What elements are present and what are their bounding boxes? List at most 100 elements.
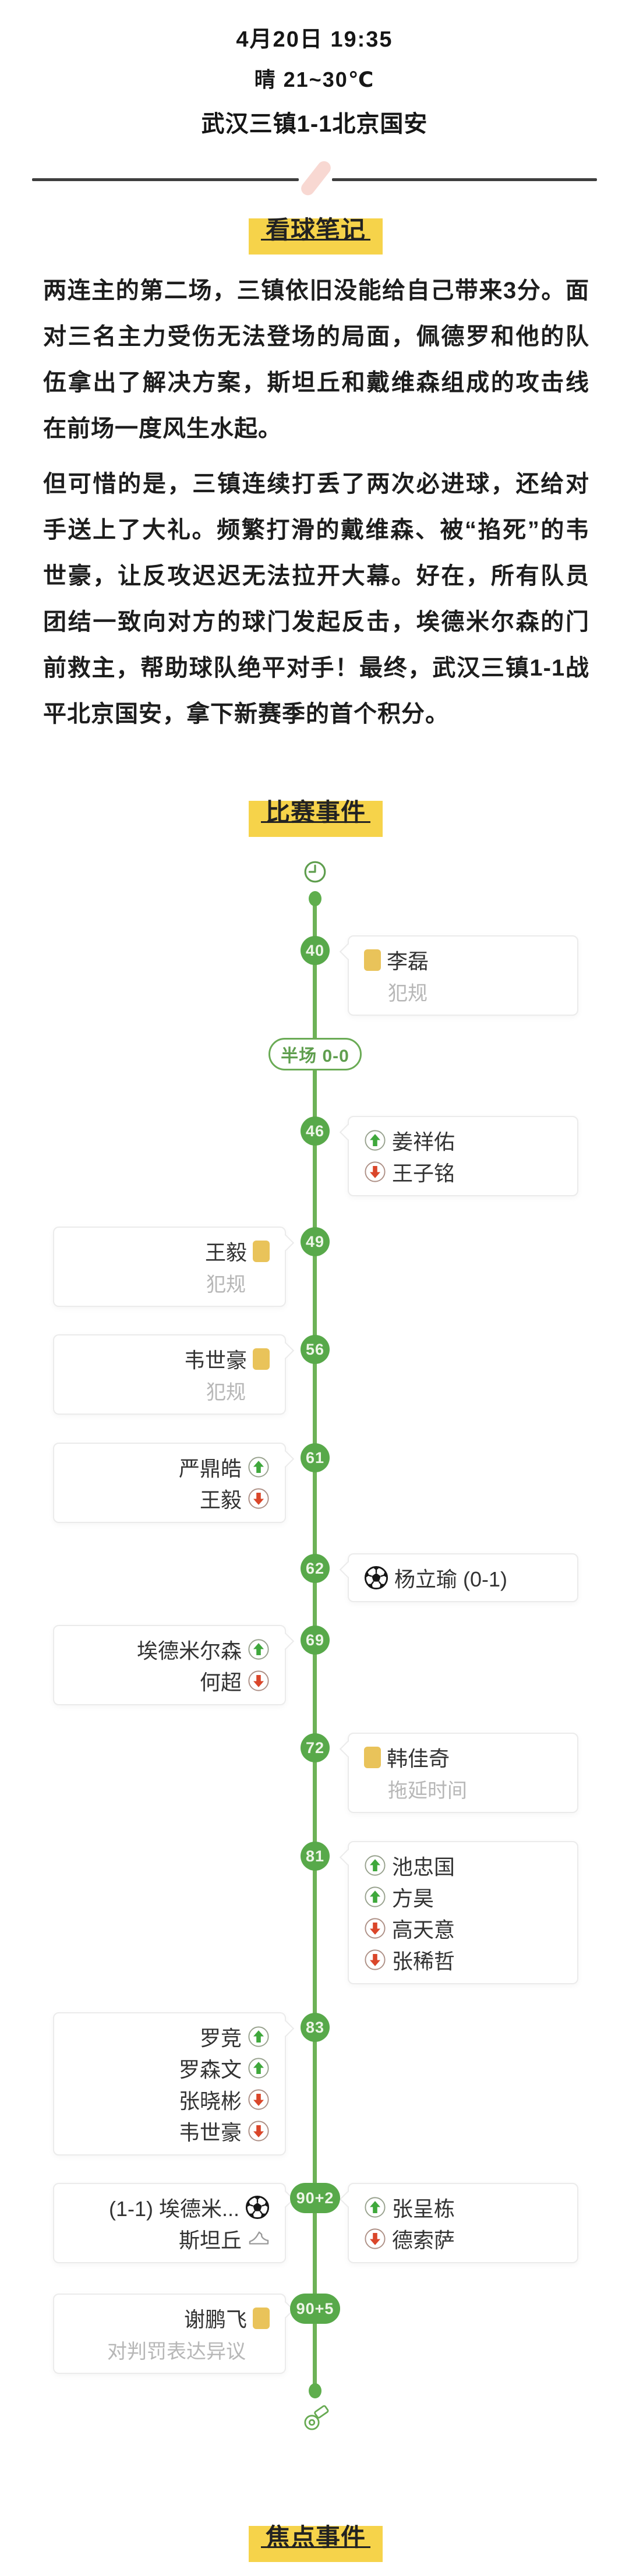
player-name: 张晓彬 (178, 2089, 242, 2113)
match-score-line: 武汉三镇1-1北京国安 (201, 111, 428, 137)
event-row: 杨立瑜 (0-1) (364, 1562, 562, 1593)
player-name: 韦世豪 (183, 1348, 247, 1372)
player-name: 斯坦丘 (178, 2228, 242, 2252)
player-name: 高天意 (392, 1918, 455, 1942)
event-row: 高天意 (364, 1913, 562, 1944)
player-name: 德索萨 (392, 2228, 455, 2252)
minute-badge: 83 (301, 2013, 330, 2042)
yellow-card-icon (253, 1240, 270, 1262)
divider-line-left (32, 178, 299, 181)
minute-badge: 90+2 (290, 2183, 340, 2213)
sub-in-arrow-icon (248, 1639, 269, 1660)
event-detail: 对判罚表达异议 (107, 2340, 246, 2363)
event-card: (1-1) 埃德米... 斯坦丘 (53, 2183, 295, 2263)
player-name: 严鼎皓 (178, 1457, 242, 1480)
event-card: 杨立瑜 (0-1) (339, 1553, 578, 1602)
player-name: 王毅 (199, 1488, 242, 1512)
sub-in-arrow-icon (365, 1886, 386, 1907)
minute-badge: 56 (301, 1335, 330, 1364)
card-pointer (339, 1849, 356, 1866)
player-name: 罗森文 (178, 2058, 242, 2082)
soccer-ball-icon (245, 2195, 270, 2220)
notes-paragraph-1: 两连主的第二场，三镇依旧没能给自己带来3分。面对三名主力受伤无法登场的局面，佩德… (43, 278, 589, 441)
event-row: 谢鹏飞 (69, 2302, 270, 2334)
event-card: 罗竞罗森文张晓彬韦世豪 (53, 2012, 295, 2155)
player-name: 何超 (199, 1670, 242, 1694)
divider-line-right (332, 178, 597, 181)
event-row: 德索萨 (364, 2223, 562, 2255)
player-name: 姜祥佑 (392, 1130, 455, 1154)
card-pointer (339, 2190, 356, 2208)
event-row: 罗森文 (69, 2052, 270, 2084)
section-title-underline (261, 239, 370, 241)
player-name: 韦世豪 (178, 2121, 242, 2144)
minute-badge: 49 (301, 1227, 330, 1256)
player-name: (1-1) 埃德米... (108, 2197, 239, 2221)
fulltime-whistle-icon (300, 2401, 333, 2433)
player-name: 王子铭 (392, 1161, 455, 1185)
event-detail: 犯规 (388, 982, 427, 1005)
event-row: 犯规 (364, 976, 562, 1007)
event-card: 严鼎皓王毅 (53, 1443, 295, 1523)
player-name: 池忠国 (392, 1855, 455, 1879)
event-card: 谢鹏飞对判罚表达异议 (53, 2294, 295, 2374)
event-row: 何超 (69, 1665, 270, 1697)
event-row: 李磊 (364, 944, 562, 976)
sub-out-arrow-icon (248, 2121, 269, 2142)
event-row: 犯规 (69, 1267, 270, 1298)
sub-in-arrow-icon (365, 2197, 386, 2218)
event-row: 池忠国 (364, 1850, 562, 1881)
minute-badge: 61 (301, 1443, 330, 1472)
event-card: 姜祥佑王子铭 (339, 1116, 578, 1196)
player-name: 张呈栋 (392, 2197, 455, 2221)
yellow-card-icon (364, 1746, 381, 1768)
minute-badge: 81 (301, 1842, 330, 1871)
card-pointer (339, 1123, 356, 1141)
minute-badge: 62 (301, 1554, 330, 1583)
event-row: 犯规 (69, 1374, 270, 1406)
event-detail: 犯规 (206, 1381, 246, 1404)
event-card: 池忠国方昊高天意张稀哲 (339, 1841, 578, 1984)
sub-out-arrow-icon (365, 1161, 386, 1182)
event-card: 韩佳奇拖延时间 (339, 1733, 578, 1813)
event-row: 对判罚表达异议 (69, 2334, 270, 2365)
yellow-card-icon (364, 949, 381, 971)
event-card: 张呈栋德索萨 (339, 2183, 578, 2263)
minute-badge: 90+5 (290, 2294, 340, 2324)
player-name: 张稀哲 (392, 1949, 455, 1973)
event-row: 韦世豪 (69, 2115, 270, 2147)
minute-badge: 40 (301, 936, 330, 965)
event-detail: 拖延时间 (388, 1779, 467, 1802)
minute-badge: 46 (301, 1116, 330, 1146)
event-row: 拖延时间 (364, 1773, 562, 1804)
event-row: 张稀哲 (364, 1944, 562, 1976)
card-pointer (339, 1561, 356, 1578)
player-name: 埃德米尔森 (136, 1639, 242, 1663)
timeline-end-dot (309, 2383, 321, 2398)
event-row: 严鼎皓 (69, 1451, 270, 1483)
minute-badge: 72 (301, 1733, 330, 1762)
section-divider (0, 158, 629, 198)
section-title-notes: 看球笔记 (249, 216, 383, 255)
event-row: 罗竞 (69, 2021, 270, 2052)
sub-out-arrow-icon (248, 2089, 269, 2110)
assist-boot-icon (249, 2231, 269, 2245)
sub-out-arrow-icon (365, 2228, 386, 2249)
match-weather: 晴 21~30℃ (254, 68, 375, 91)
event-row: 姜祥佑 (364, 1125, 562, 1156)
notes-paragraph-2: 但可惜的是，三镇连续打丢了两次必进球，还给对手送上了大礼。频繁打滑的戴维森、被“… (43, 471, 589, 727)
section-title-underline (261, 2546, 370, 2548)
sub-in-arrow-icon (365, 1855, 386, 1876)
event-row: 埃德米尔森 (69, 1634, 270, 1665)
sub-out-arrow-icon (248, 1488, 269, 1509)
card-pointer (277, 1632, 295, 1650)
section-title-events: 比赛事件 (249, 798, 383, 837)
timeline-start-dot (309, 891, 321, 906)
event-card: 韦世豪犯规 (53, 1334, 295, 1415)
player-name: 杨立瑜 (0-1) (394, 1567, 508, 1591)
event-row: 方昊 (364, 1881, 562, 1913)
sub-out-arrow-icon (365, 1949, 386, 1970)
event-row: 张呈栋 (364, 2192, 562, 2223)
sub-out-arrow-icon (365, 1918, 386, 1939)
